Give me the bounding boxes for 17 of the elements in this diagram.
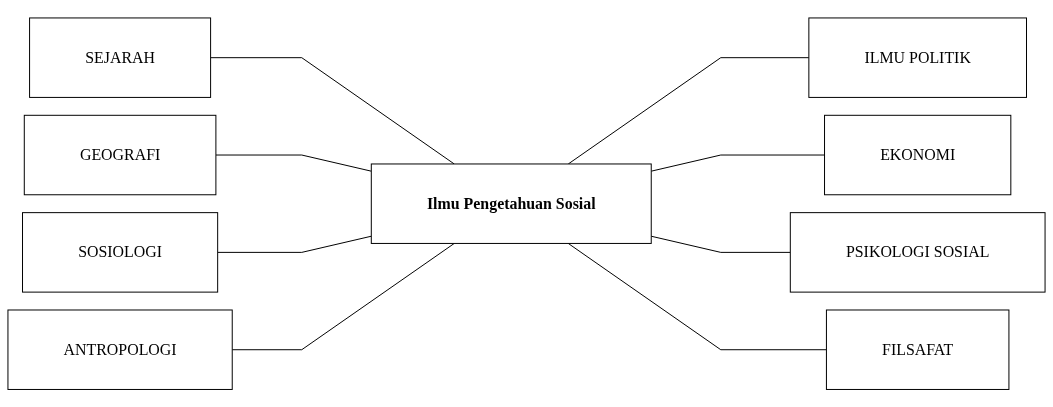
node-box: Ilmu Pengetahuan Sosial (370, 163, 652, 244)
node-box: SOSIOLOGI (22, 211, 219, 293)
node-box: PSIKOLOGI SOSIAL (789, 211, 1046, 293)
connector (567, 57, 810, 165)
connector (650, 154, 826, 172)
node-box: ANTROPOLOGI (7, 309, 233, 390)
node-box: FILSAFAT (825, 309, 1010, 390)
connector (210, 57, 455, 165)
connector (567, 242, 827, 350)
node-box: SEJARAH (29, 17, 212, 98)
connector (231, 242, 455, 350)
connector (215, 154, 372, 172)
node-box: GEOGRAFI (23, 114, 217, 196)
node-box: ILMU POLITIK (808, 17, 1027, 98)
connector (217, 235, 372, 253)
node-box: EKONOMI (824, 114, 1012, 196)
connector (650, 235, 791, 253)
